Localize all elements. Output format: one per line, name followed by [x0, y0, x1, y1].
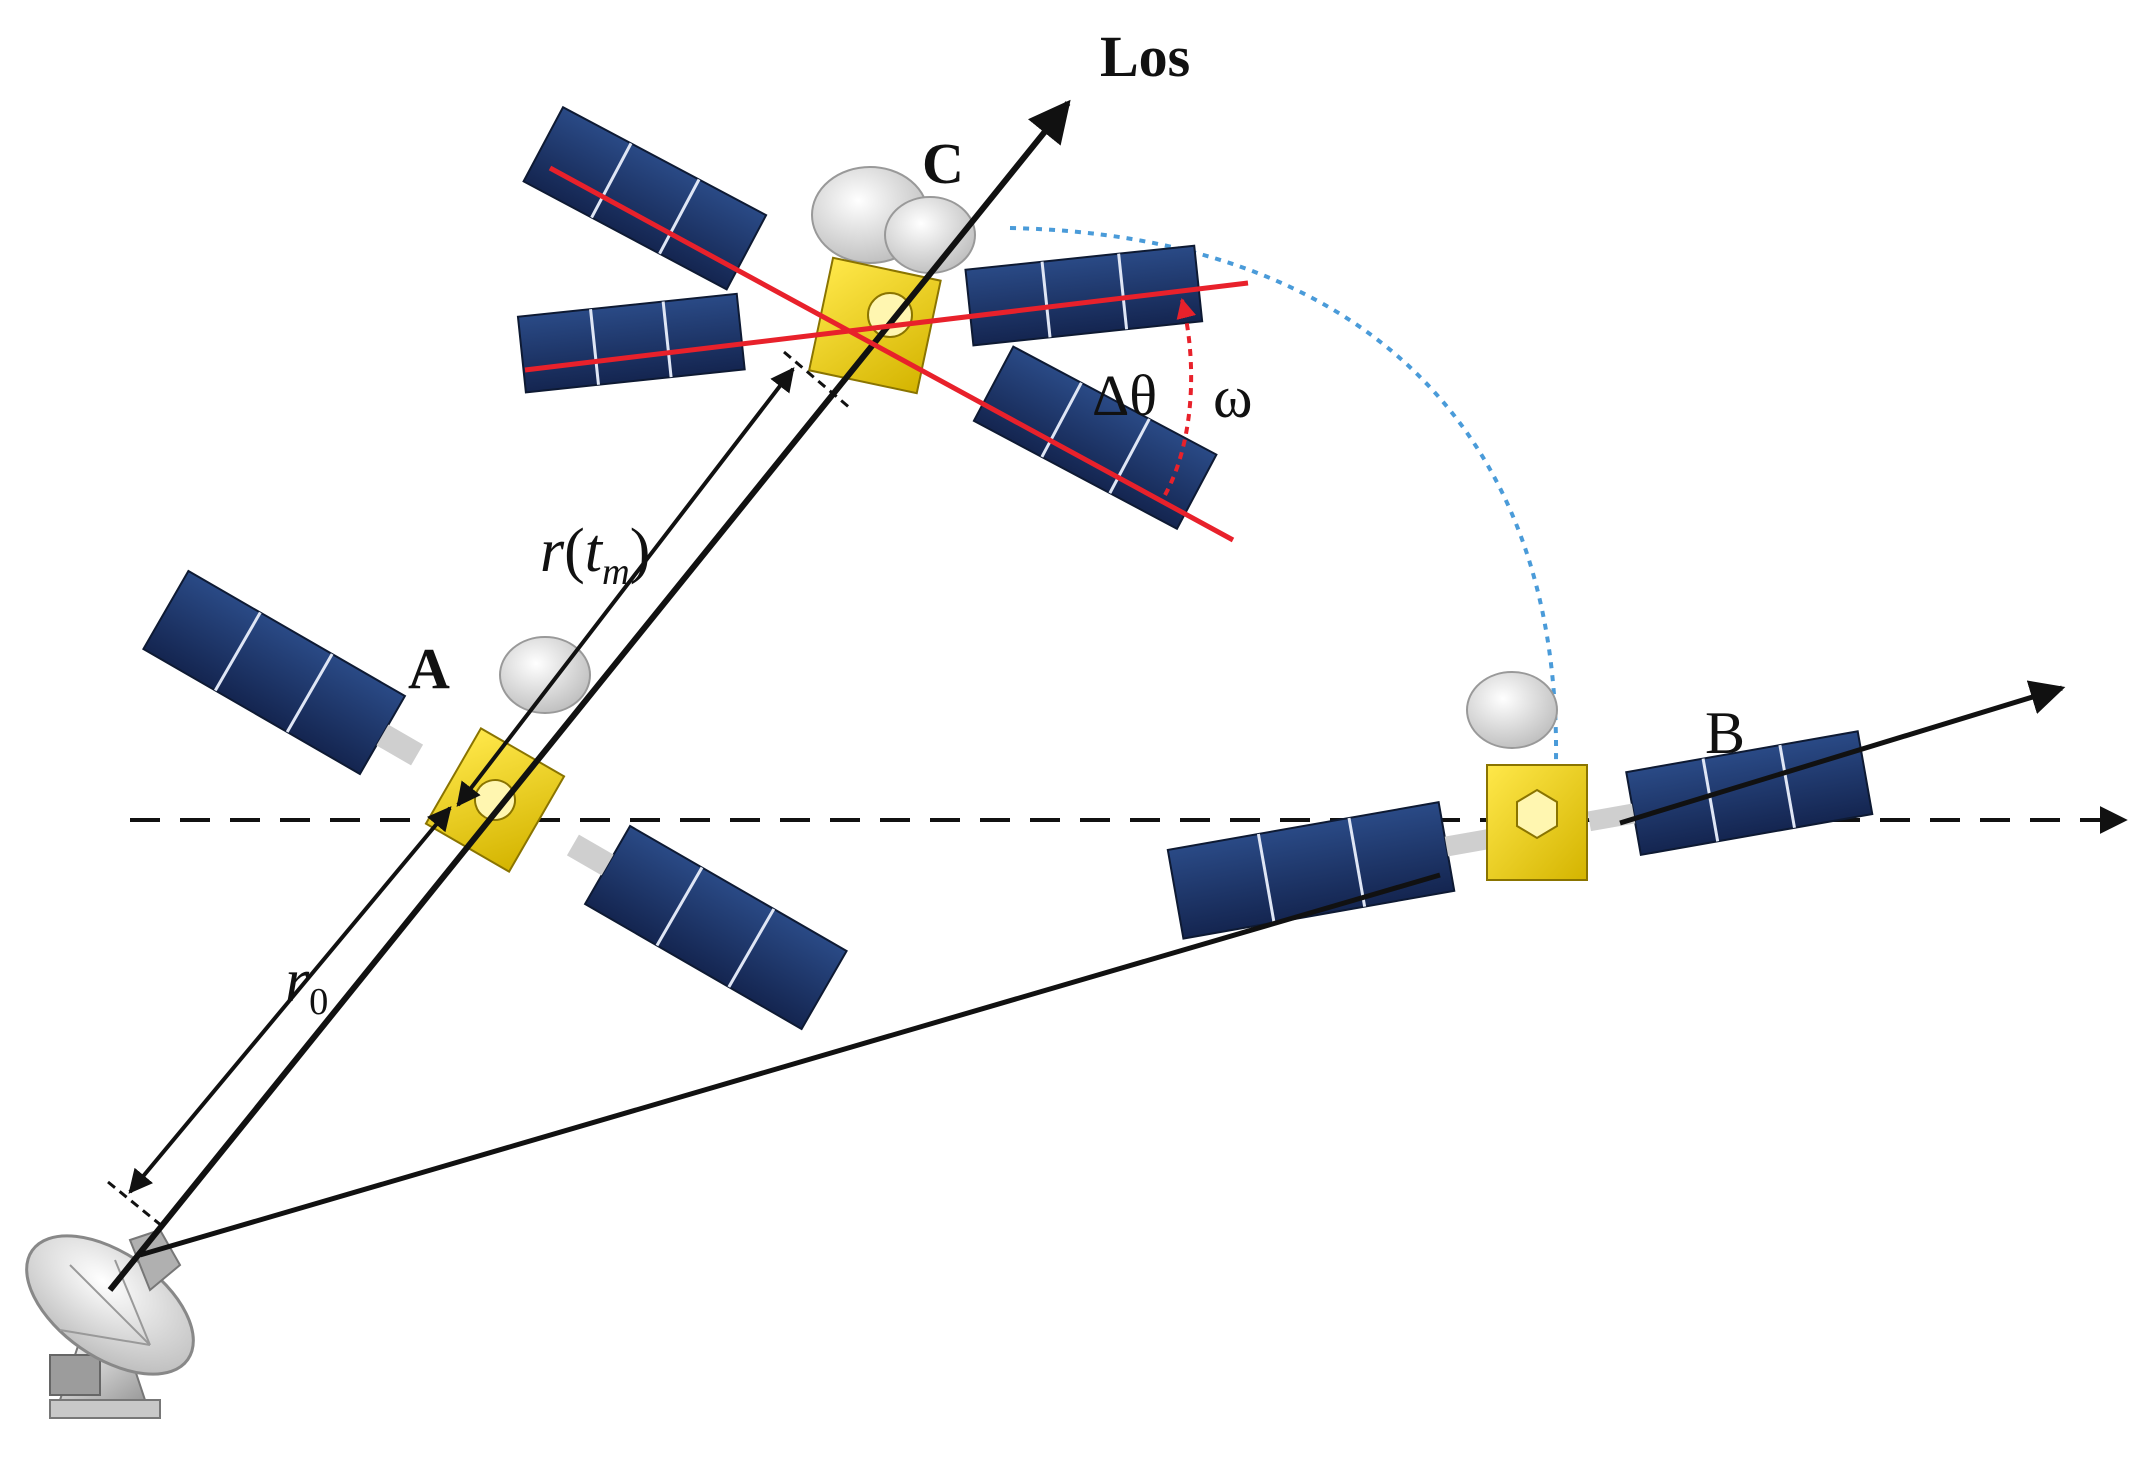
satellite-icon-c [516, 105, 1218, 531]
satellite-b-panel-hex [1516, 788, 1558, 840]
label-r-tm-sub: m [602, 551, 630, 594]
label-r0-r: r [285, 947, 310, 1015]
label-r-tm-open: ( [564, 517, 585, 585]
r0-dimension-arrow [128, 806, 452, 1194]
label-r0: r0 [285, 947, 328, 1022]
label-a: A [408, 636, 450, 701]
label-r-tm-close: ) [629, 517, 651, 585]
r0-end-tick [107, 1180, 163, 1228]
radar-dish-icon [25, 1228, 195, 1419]
r-tm-dimension-arrow [456, 367, 795, 807]
label-r-tm-t: t [584, 517, 603, 585]
label-b: B [1705, 700, 1746, 766]
label-omega: ω [1213, 364, 1253, 430]
label-r0-sub: 0 [309, 981, 329, 1024]
satellite-icon-a [142, 569, 848, 1031]
label-c: C [922, 131, 964, 196]
satellite-b-dish [1466, 671, 1558, 749]
label-r-tm-r: r [540, 517, 565, 585]
attitude-line-initial [548, 165, 1235, 543]
label-r-tm: r(tm) [540, 517, 651, 592]
label-los: Los [1100, 24, 1191, 89]
label-delta-theta: Δθ [1092, 363, 1158, 428]
attitude-line-rotated [524, 280, 1249, 373]
direction-b-arrow [1619, 680, 2066, 826]
